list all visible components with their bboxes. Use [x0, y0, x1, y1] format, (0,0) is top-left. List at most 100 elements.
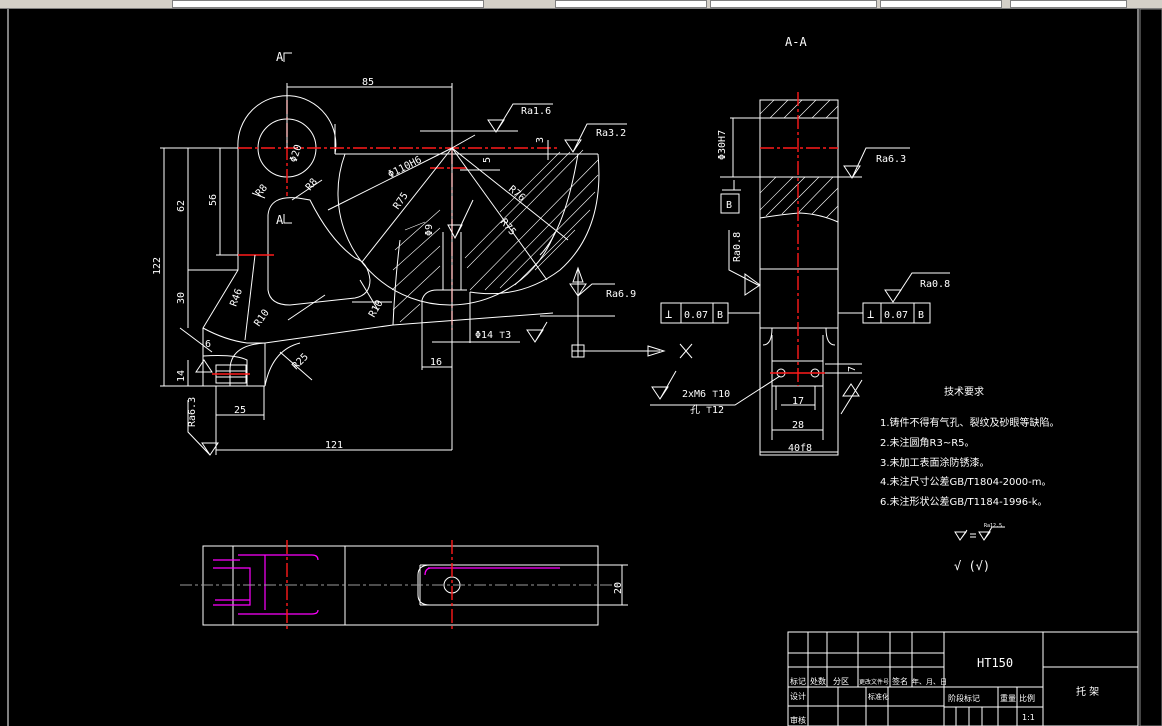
datum-b-label: B	[726, 200, 732, 211]
dim-25: 25	[234, 405, 246, 416]
dim-122: 122	[152, 257, 163, 275]
dimension-lines	[160, 83, 569, 455]
dim-3: 3	[535, 137, 546, 143]
roughness-ra0.8-right: Ra0.8	[920, 279, 950, 290]
dim-56: 56	[208, 194, 219, 206]
title-block: HT150 托 架 标记 处数 分区 更改文件号 签名 年、月、日 设计 标准化…	[787, 631, 1139, 726]
hatch-right	[464, 149, 599, 291]
roughness-ra6.3: Ra6.3	[876, 154, 906, 165]
dim-r25: R25	[290, 352, 311, 373]
default-roughness-symbol: √ (√)	[954, 559, 990, 573]
tb-header: 处数	[810, 676, 826, 686]
dim-phi14: Φ14 ⊤3	[475, 330, 511, 341]
dim-62: 62	[176, 200, 187, 212]
bore-arc	[337, 153, 556, 306]
svg-text:⊥: ⊥	[665, 307, 672, 321]
hatch-boundary	[392, 239, 401, 326]
tb-scale: 1:1	[1022, 713, 1035, 722]
dim-16: 16	[430, 357, 442, 368]
r25-fillet	[264, 342, 301, 387]
section-mark-top: A	[276, 50, 284, 64]
tolerance-frame-right: ⊥ 0.07 B	[838, 302, 931, 324]
datum-b	[720, 193, 740, 214]
drawing-canvas[interactable]: A A	[0, 9, 1162, 726]
roughness-ra6.3-left: Ra6.3	[187, 397, 198, 427]
roughness-equivalence-symbol	[954, 526, 1005, 541]
main-view: A A	[152, 50, 693, 456]
roughness-ra3.2: Ra3.2	[596, 128, 626, 139]
dim-r75-a: R75	[391, 191, 410, 212]
thread-note: 2xM6 ⊤10	[682, 389, 730, 400]
tolerance-frame-left: ⊥ 0.07 B	[660, 302, 760, 324]
tb-header: 签名	[892, 676, 908, 686]
dim-17: 17	[792, 396, 804, 407]
dim-phi30h7: Φ30H7	[717, 130, 728, 160]
plotstyle-dropdown[interactable]	[1010, 0, 1127, 8]
dim-r10-a: R10	[252, 308, 271, 329]
tb-header: 更改文件号	[859, 678, 889, 686]
counterbore	[421, 232, 471, 370]
section-title: A-A	[785, 35, 807, 49]
color-dropdown[interactable]	[555, 0, 707, 8]
dim-85: 85	[362, 77, 374, 88]
svg-text:B: B	[717, 310, 723, 321]
tb-stage-mark: 阶段标记	[948, 693, 980, 703]
viewport-edge	[1139, 9, 1162, 726]
tb-weight: 重量	[1000, 693, 1016, 703]
tech-req-item: 4.未注尺寸公差GB/T1804-2000-m。	[880, 475, 1051, 488]
part-name: 托 架	[1076, 685, 1099, 698]
tb-design: 设计	[790, 691, 806, 701]
svg-text:0.07: 0.07	[684, 310, 708, 321]
svg-text:B: B	[918, 310, 924, 321]
tech-req-title: 技术要求	[944, 385, 984, 398]
section-hatch	[759, 99, 839, 219]
dim-7: 7	[847, 366, 858, 372]
lineweight-dropdown[interactable]	[880, 0, 1002, 8]
dim-6: 6	[205, 339, 211, 350]
window-cutout	[267, 197, 371, 306]
hatch-left	[391, 209, 441, 323]
dim-14: 14	[176, 370, 187, 382]
section-arrow-bottom	[283, 214, 292, 224]
tb-review: 审核	[790, 715, 806, 725]
tb-header: 年、月、日	[912, 677, 947, 686]
dim-phi20: Φ20	[288, 143, 304, 164]
material: HT150	[977, 656, 1013, 670]
dim-28: 28	[792, 420, 804, 431]
layer-dropdown[interactable]	[172, 0, 484, 8]
linetype-dropdown[interactable]	[710, 0, 877, 8]
tb-scale-label: 比例	[1019, 693, 1035, 703]
lug-outline	[237, 95, 337, 155]
ucs-icon	[571, 266, 693, 359]
roughness-ra12.5: Ra12.5	[984, 523, 1002, 529]
dim-30: 30	[176, 292, 187, 304]
tech-req-item: 1.铸件不得有气孔、裂纹及砂眼等缺陷。	[880, 416, 1060, 429]
tech-req-item: 3.未加工表面涂防锈漆。	[880, 456, 990, 469]
inner-outer-arc	[539, 153, 579, 256]
section-view: A-A Φ30H7 B Ra6.3 Ra0.8 Ra0.8	[650, 35, 950, 456]
cad-toolbar	[0, 0, 1162, 9]
tech-req-item: 2.未注圆角R3~R5。	[880, 436, 975, 449]
outer-arc	[469, 153, 600, 295]
dim-phi110: Φ110H6	[386, 154, 423, 180]
dim-20: 20	[613, 582, 624, 594]
svg-text:0.07: 0.07	[884, 310, 908, 321]
dim-r46: R46	[228, 287, 245, 308]
technical-requirements: 技术要求 1.铸件不得有气孔、裂纹及砂眼等缺陷。 2.未注圆角R3~R5。 3.…	[880, 385, 1060, 573]
roughness-ra6.9: Ra6.9	[606, 289, 636, 300]
dim-5: 5	[482, 157, 493, 163]
svg-text:⊥: ⊥	[867, 307, 874, 321]
dim-121: 121	[325, 440, 343, 451]
roughness-ra1.6: Ra1.6	[521, 106, 551, 117]
dim-r76: R76	[506, 184, 527, 204]
tb-header: 分区	[833, 677, 849, 686]
foot-curve	[229, 342, 266, 386]
roughness-ra0.8-left: Ra0.8	[732, 232, 743, 262]
dim-r8-a: R8	[254, 183, 270, 199]
tb-standardization: 标准化	[868, 692, 889, 701]
dim-40f8: 40f8	[788, 443, 812, 454]
thread-depth-note: 孔 ⊤12	[690, 404, 724, 416]
bottom-view: 20	[180, 540, 628, 630]
dim-phi9: Φ9	[424, 224, 435, 236]
section-arrow-top	[283, 52, 292, 62]
